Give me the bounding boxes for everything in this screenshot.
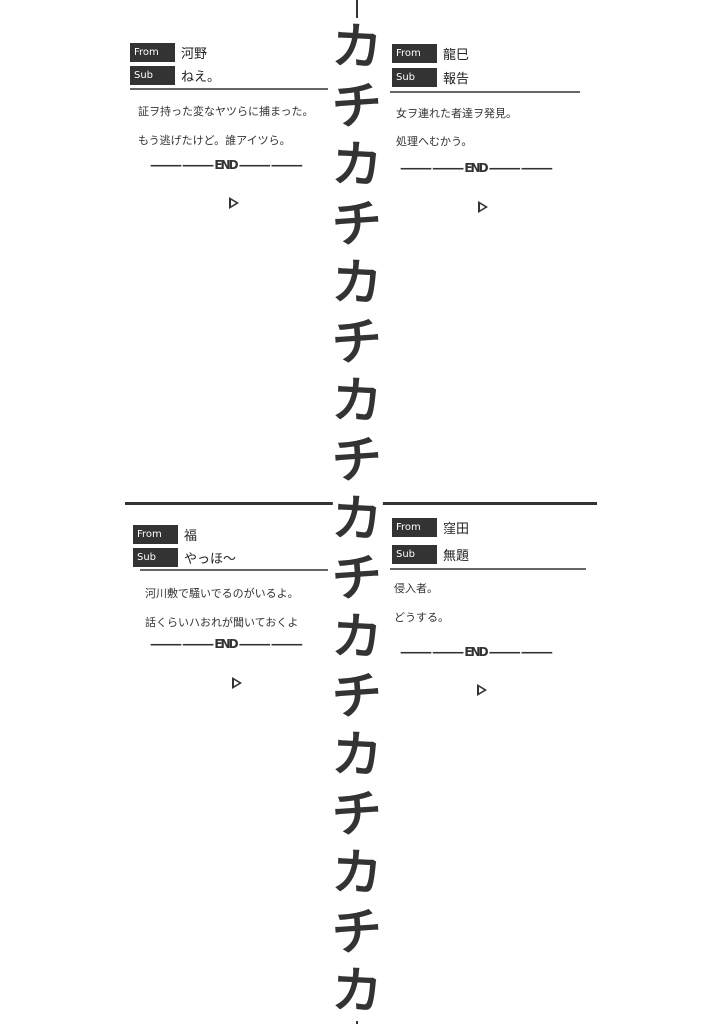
sub-label: Sub <box>392 68 437 87</box>
body-line: 証ヲ持った変なヤツらに捕まった。 <box>138 105 314 118</box>
next-arrow-icon[interactable] <box>232 677 242 689</box>
subject-row: Sub 報告 <box>392 68 469 87</box>
subject-text: 無題 <box>443 549 470 564</box>
sender-name: 龍巳 <box>443 48 470 63</box>
subject-row: Sub やっほ～ <box>133 548 236 567</box>
sound-effect-glyph: カ <box>330 134 384 197</box>
sound-effect-glyph: チ <box>330 665 384 728</box>
from-row: From 窪田 <box>392 518 469 537</box>
divider <box>390 568 586 570</box>
body-line: どうする。 <box>394 611 449 624</box>
sound-effect-glyph: カ <box>330 488 384 551</box>
divider <box>140 569 328 571</box>
from-label: From <box>392 518 437 537</box>
body-line: 女ヲ連れた者達ヲ発見。 <box>396 107 517 120</box>
sound-effect-glyph: チ <box>330 311 384 374</box>
from-label: From <box>133 525 178 544</box>
divider <box>390 91 580 93</box>
sound-effect-glyph: カ <box>330 960 384 1023</box>
from-row: From 河野 <box>130 43 207 62</box>
end-marker: ——— ——— END ——— ——— <box>150 637 303 651</box>
sound-effect-glyph: チ <box>330 193 384 256</box>
body-line: 侵入者。 <box>394 582 438 595</box>
sound-effect-glyph: カ <box>330 724 384 787</box>
sound-effect-glyph: チ <box>330 75 384 138</box>
end-marker: ——— ——— END ——— ——— <box>150 158 303 172</box>
from-row: From 龍巳 <box>392 44 469 63</box>
sub-label: Sub <box>392 545 437 564</box>
sender-name: 福 <box>184 529 198 544</box>
body-line: 処理へむかう。 <box>396 135 473 148</box>
sender-name: 河野 <box>181 47 208 62</box>
sub-label: Sub <box>133 548 178 567</box>
sender-name: 窪田 <box>443 522 470 537</box>
body-line: もう逃げたけど。誰アイツら。 <box>138 134 291 147</box>
body-line: 河川敷で騒いでるのがいるよ。 <box>145 587 299 600</box>
sound-effect-glyph: カ <box>330 16 384 79</box>
subject-text: 報告 <box>443 72 470 87</box>
next-arrow-icon[interactable] <box>229 197 239 209</box>
from-label: From <box>130 43 175 62</box>
sound-effect-glyph: チ <box>330 429 384 492</box>
body-line: 話くらいハおれが聞いておくよ <box>145 616 299 629</box>
next-arrow-icon[interactable] <box>478 201 488 213</box>
sound-effect-glyph: カ <box>330 606 384 669</box>
divider <box>130 88 328 90</box>
next-arrow-icon[interactable] <box>477 684 487 696</box>
subject-text: やっほ～ <box>184 552 237 567</box>
sound-effect-glyph: チ <box>330 901 384 964</box>
sub-label: Sub <box>130 66 175 85</box>
sound-effect-glyph: チ <box>330 547 384 610</box>
sound-effect-column: カチカチカチカチカチカチカチカチカ <box>321 16 393 1023</box>
sound-effect-glyph: カ <box>330 252 384 315</box>
sound-effect-glyph: カ <box>330 370 384 433</box>
subject-row: Sub 無題 <box>392 545 469 564</box>
from-row: From 福 <box>133 525 197 544</box>
subject-row: Sub ねえ。 <box>130 66 220 85</box>
subject-text: ねえ。 <box>181 70 221 85</box>
end-marker: ——— ——— END ——— ——— <box>400 645 553 659</box>
sound-effect-glyph: チ <box>330 783 384 846</box>
sound-effect-glyph: カ <box>330 842 384 905</box>
end-marker: ——— ——— END ——— ——— <box>400 161 553 175</box>
from-label: From <box>392 44 437 63</box>
